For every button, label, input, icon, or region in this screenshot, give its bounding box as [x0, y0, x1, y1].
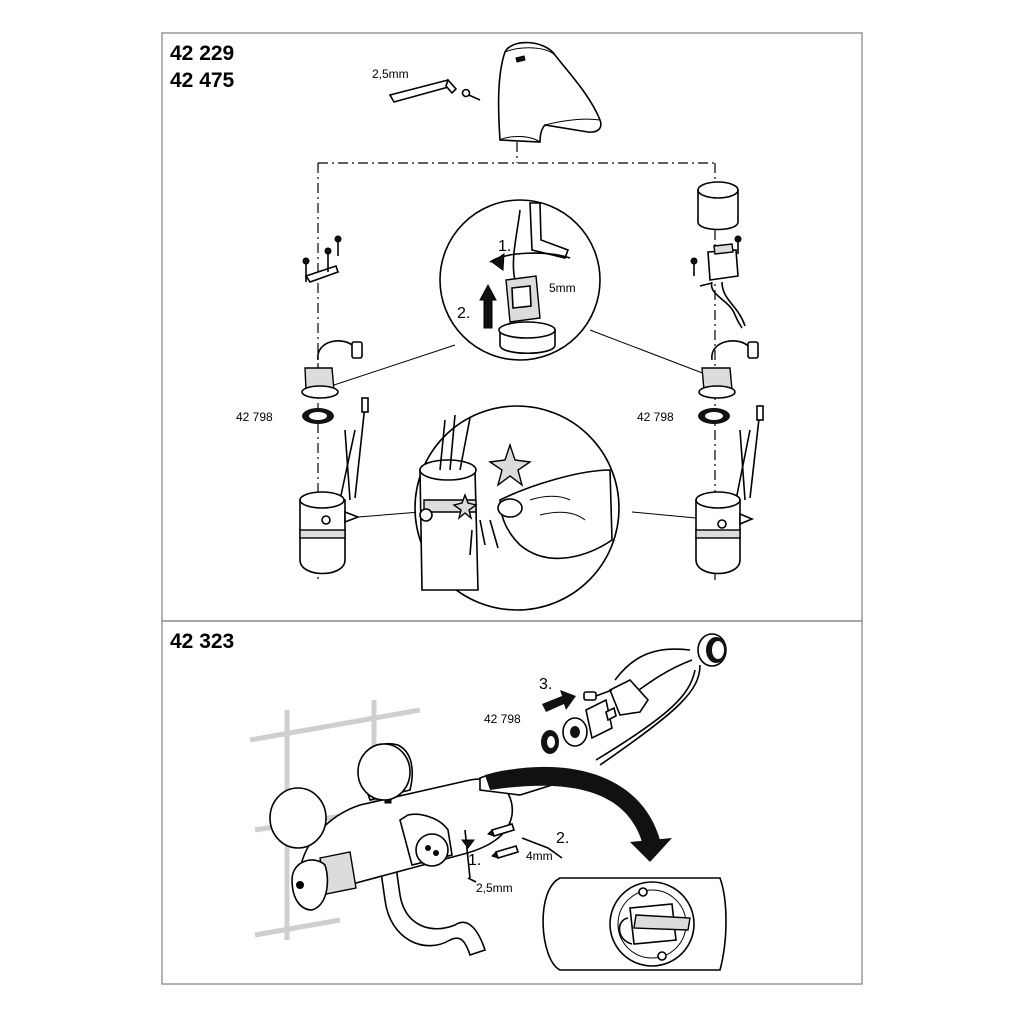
valve-body-right [631, 405, 764, 575]
solenoid-valve-right [699, 243, 746, 329]
gasket-ring-left [302, 408, 334, 424]
gasket-part-label-right: 42 798 [637, 410, 674, 424]
step-1-label: 1. [498, 238, 511, 255]
solenoid-cartridge-left [301, 340, 363, 399]
detail-circle-2 [414, 405, 620, 611]
detail-circle-1 [324, 199, 706, 389]
exploded-cartridge [562, 633, 727, 766]
hex-key-small-label: 2,5mm [476, 881, 513, 895]
hex-key-icon [461, 823, 563, 883]
basin-faucet [497, 41, 602, 143]
step-3-label: 3. [539, 676, 552, 693]
hex-key-icon [388, 78, 458, 103]
gasket-part-label-bottom: 42 798 [484, 712, 521, 726]
step-2-label: 2. [457, 305, 470, 322]
hex-key-large-label: 4mm [526, 849, 553, 863]
step-2-label-bottom: 2. [556, 830, 569, 847]
curved-arrow-icon [485, 766, 672, 862]
model-number-2: 42 475 [170, 69, 235, 92]
wall-spout [379, 858, 487, 957]
detail-housing-view [542, 877, 727, 971]
gasket-ring-bottom [541, 730, 559, 754]
hex-key-size-label: 2,5mm [372, 67, 409, 81]
step-1-label-bottom: 1. [468, 852, 481, 869]
model-number-1: 42 229 [170, 42, 234, 65]
screw-icon [690, 235, 742, 276]
mounting-bracket [302, 247, 340, 283]
sensor-cap [697, 181, 739, 231]
bottom-panel-frame [161, 620, 863, 985]
push-arrow-icon [542, 690, 576, 712]
screw-icon [334, 235, 342, 256]
gasket-part-label-left: 42 798 [236, 410, 273, 424]
screw-icon [461, 88, 481, 101]
solenoid-cartridge-right [698, 340, 759, 399]
gasket-ring-right [698, 408, 730, 424]
valve-body-left [299, 397, 421, 575]
wrench-size-label: 5mm [549, 281, 576, 295]
model-number-3: 42 323 [170, 630, 234, 653]
